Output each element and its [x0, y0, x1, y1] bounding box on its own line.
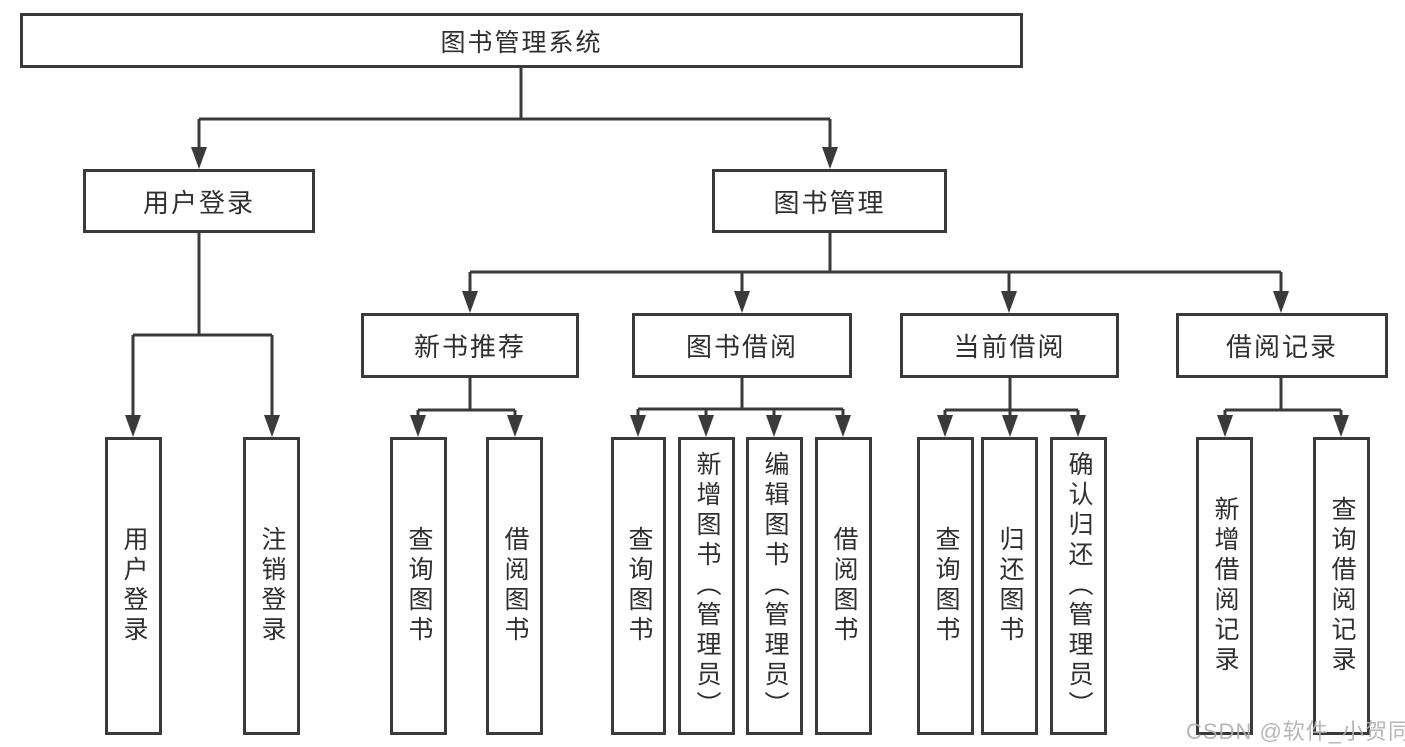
node-root-system: 图书管理系统: [20, 13, 1023, 68]
node-book-borrow: 图书借阅: [632, 313, 852, 378]
leaf-return-books: 归还图书: [981, 437, 1038, 735]
leaf-confirm-return-admin: 确认归还（管理员）: [1050, 437, 1107, 735]
node-user-login: 用户登录: [83, 169, 315, 233]
leaf-query-borrow-record: 查询借阅记录: [1313, 437, 1370, 735]
leaf-query-books-borrow: 查询图书: [611, 437, 666, 735]
leaf-user-login: 用户登录: [105, 437, 162, 735]
node-new-book-recommend: 新书推荐: [361, 313, 579, 378]
node-book-management: 图书管理: [712, 169, 947, 233]
leaf-edit-books-admin: 编辑图书（管理员）: [746, 437, 803, 735]
watermark-text: CSDN @软件_小贺同学: [1186, 719, 1405, 744]
leaf-query-books-recommend: 查询图书: [390, 437, 447, 735]
leaf-borrow-books: 借阅图书: [815, 437, 872, 735]
leaf-logout-login: 注销登录: [243, 437, 300, 735]
leaf-borrow-books-recommend: 借阅图书: [486, 437, 543, 735]
leaf-add-borrow-record: 新增借阅记录: [1196, 437, 1253, 735]
node-borrow-records: 借阅记录: [1176, 313, 1388, 378]
node-current-borrow: 当前借阅: [900, 313, 1119, 378]
leaf-query-books-current: 查询图书: [917, 437, 974, 735]
leaf-add-books-admin: 新增图书（管理员）: [678, 437, 735, 735]
